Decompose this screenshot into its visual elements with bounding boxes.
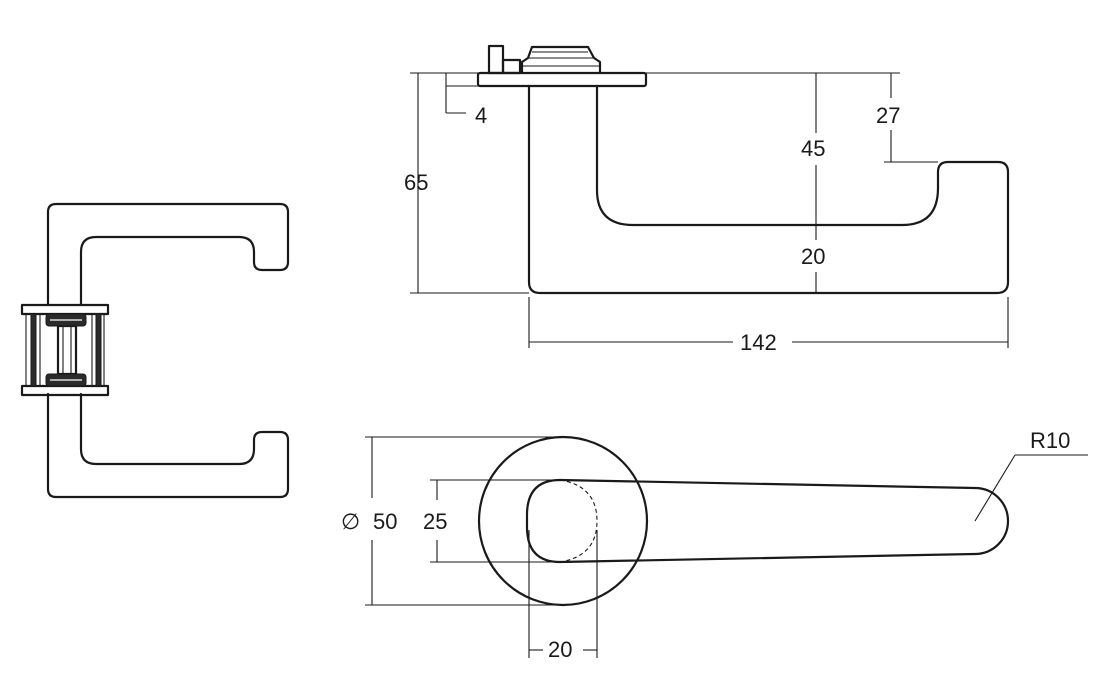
rose-circle bbox=[477, 435, 649, 607]
lower-lever-outline bbox=[46, 392, 290, 499]
r10-leader bbox=[974, 454, 1016, 522]
upper-rose-plate bbox=[20, 303, 110, 316]
neck-hidden-edge bbox=[559, 479, 598, 563]
left-bolt bbox=[30, 313, 37, 387]
lever-pair-side-view bbox=[20, 202, 290, 499]
dim-label-50: 50 bbox=[373, 509, 397, 534]
bearing-stack bbox=[520, 45, 602, 75]
dim-label-4: 4 bbox=[475, 103, 487, 128]
side-elevation-dimensions bbox=[410, 72, 1009, 348]
dim-label-diameter-symbol: ∅ bbox=[341, 509, 360, 534]
rose-plate-side bbox=[476, 71, 648, 88]
spindle bbox=[56, 324, 78, 376]
dim-label-142: 142 bbox=[740, 330, 777, 355]
dim-label-20-side: 20 bbox=[801, 244, 825, 269]
dim-label-65: 65 bbox=[404, 170, 428, 195]
lever-top-view bbox=[477, 435, 1088, 607]
fixing-pin bbox=[487, 44, 505, 75]
upper-lever-outline bbox=[46, 202, 290, 307]
dim-label-45: 45 bbox=[801, 136, 825, 161]
dim-label-25: 25 bbox=[423, 509, 447, 534]
top-view-dimensions bbox=[365, 436, 598, 658]
lever-side-elevation bbox=[476, 44, 1010, 295]
lower-rose-plate bbox=[20, 384, 110, 397]
lever-body-side bbox=[527, 84, 1010, 295]
lever-neck bbox=[525, 478, 562, 564]
dim-label-27: 27 bbox=[876, 103, 900, 128]
lever-arm-top bbox=[558, 478, 1010, 564]
right-bolt bbox=[95, 313, 102, 387]
dim-label-r10: R10 bbox=[1030, 428, 1070, 453]
dim-label-20-top: 20 bbox=[548, 637, 572, 662]
